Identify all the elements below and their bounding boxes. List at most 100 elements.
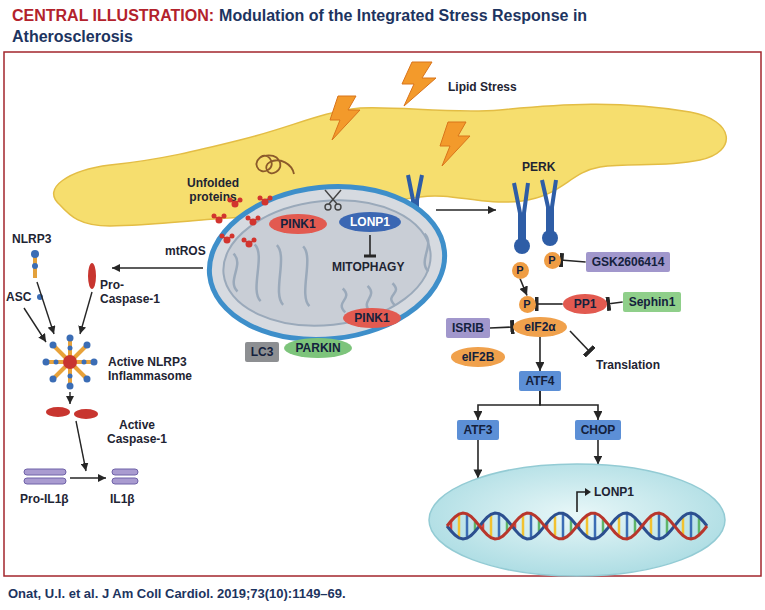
lightning-bolt <box>330 62 470 166</box>
mitochondrion-membranes <box>202 175 453 351</box>
dna-helix <box>530 513 533 538</box>
inflammasome-complex <box>43 359 50 366</box>
nucleus: LONP1 <box>427 462 727 578</box>
annotation-label: Translation <box>596 358 660 372</box>
annotation-label: mtROS <box>165 244 206 258</box>
node-text: MITOPHAGY <box>332 260 404 274</box>
inflammasome-complex <box>50 342 57 349</box>
lightning-bolt <box>402 62 436 106</box>
lightning-bolt <box>440 122 470 166</box>
cristae <box>252 244 264 301</box>
inflammasome-complex <box>84 376 91 383</box>
dna-helix <box>447 513 707 539</box>
ros-molecule <box>238 198 243 203</box>
node-text: ATF3 <box>463 423 492 437</box>
cleavage-arrow <box>76 421 86 471</box>
inflammasome-complex <box>54 360 59 365</box>
node-text: LONP1 <box>594 485 634 499</box>
panel-border <box>4 52 761 576</box>
ros-molecule <box>230 234 235 239</box>
dna-helix <box>626 513 629 539</box>
il1b-molecule <box>112 469 138 475</box>
unfolded-protein-squiggle <box>256 155 294 174</box>
annotation-label: NLRP3 <box>12 232 51 246</box>
drug-box: Sephin1 <box>623 292 682 312</box>
ros-molecule <box>262 199 269 206</box>
node-text: eIF2α <box>524 320 555 334</box>
ros-molecule <box>220 234 235 244</box>
node-text: GSK2606414 <box>592 255 665 269</box>
annotation-label: Pro-IL1β <box>20 492 69 506</box>
node-text: PINK1 <box>280 217 315 231</box>
dna-helix <box>498 514 501 539</box>
inflammasome-complex <box>84 342 91 349</box>
header-tag: CENTRAL ILLUSTRATION: <box>12 7 214 24</box>
inhibitor-box: GSK2606414 <box>586 252 671 272</box>
node-text: PINK1 <box>354 311 389 325</box>
dimerization-arrow <box>436 209 496 211</box>
node-text: ISRIB <box>452 321 484 335</box>
inhibition-connector <box>561 260 586 262</box>
assembly-arrow <box>80 292 92 334</box>
mitophagy-inhibition <box>364 255 376 258</box>
node-text: P <box>519 296 536 313</box>
ros-molecule <box>228 198 233 203</box>
nlrp3-molecule <box>32 263 38 269</box>
protein-ellipse: eIF2B <box>451 347 506 367</box>
ros-molecule <box>250 219 257 226</box>
dna-helix <box>650 516 653 536</box>
active-caspase-molecule <box>74 409 98 419</box>
inhibition-connector <box>536 303 563 305</box>
protein-box: LC3 <box>245 342 280 362</box>
perk-dimer <box>514 180 558 254</box>
inhibition-connector <box>607 302 622 304</box>
node-text: eIF2B <box>462 350 495 364</box>
dna-helix <box>458 514 461 538</box>
pro-caspase-molecule <box>88 263 96 289</box>
transcription-arrow <box>577 492 585 512</box>
annotation-label: Pro-Caspase-1 <box>100 278 166 306</box>
dna-helix <box>466 514 469 538</box>
phospho-badge: P <box>544 252 561 269</box>
cristae <box>390 283 398 305</box>
cristae <box>422 233 432 271</box>
ros-molecule <box>258 196 263 201</box>
protein-ellipse: LONP1 <box>339 212 401 232</box>
ros-molecule <box>212 196 273 248</box>
transcription-factor-box: ATF4 <box>519 371 560 391</box>
active-caspase-molecule <box>46 407 70 417</box>
activation-arrow <box>520 279 527 296</box>
translation-inhibition <box>570 331 590 352</box>
protein-ellipse: PINK1 <box>269 214 326 234</box>
transcription-arrow <box>585 488 591 496</box>
nucleus-outline <box>427 462 727 578</box>
perk-dimer <box>514 238 530 254</box>
protein-ellipse: PP1 <box>563 294 608 314</box>
assembly-arrow <box>37 282 54 334</box>
ros-molecule <box>242 238 257 248</box>
perk-dimer <box>542 230 558 246</box>
nlrp3-molecule <box>31 250 39 258</box>
transcription-factor-box: ATF3 <box>457 420 498 440</box>
dna-helix <box>522 515 525 538</box>
active-caspase-molecule <box>46 407 98 419</box>
node-text: PP1 <box>574 297 597 311</box>
transcription-factor-box: CHOP <box>575 420 622 440</box>
inflammasome-complex <box>82 360 87 365</box>
node-text: Sephin1 <box>629 295 676 309</box>
mitochondrion-outline <box>205 182 450 344</box>
node-text: LC3 <box>251 345 274 359</box>
il1b-molecule <box>112 469 138 484</box>
node-text: LONP1 <box>350 215 390 229</box>
dna-helix <box>490 514 493 537</box>
cristae <box>230 226 435 325</box>
perk-dimer <box>542 180 548 232</box>
cristae <box>340 288 348 312</box>
mitochondrion: MITOPHAGY PINK1 LONP1 <box>205 182 450 344</box>
ros-molecule <box>268 196 273 201</box>
ros-molecule <box>212 214 227 224</box>
inflammasome-complex <box>67 383 74 390</box>
mitophagy-inhibition <box>364 235 376 256</box>
scissors-icon <box>325 190 341 210</box>
